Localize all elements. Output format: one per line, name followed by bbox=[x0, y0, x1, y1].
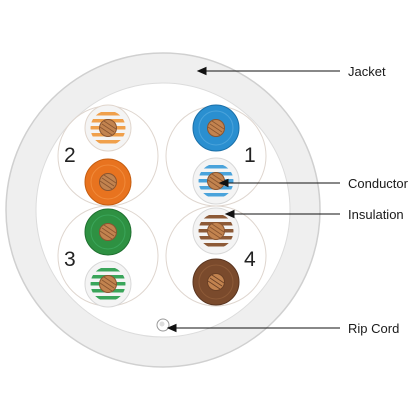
arrowhead-conductor bbox=[218, 178, 229, 188]
leader-lines bbox=[166, 66, 340, 333]
wire-orange-white bbox=[84, 104, 132, 152]
wire-brown bbox=[192, 258, 240, 306]
rip-cord bbox=[156, 318, 170, 332]
callout-conductor: Conductor bbox=[348, 176, 409, 191]
pair-number-4: 4 bbox=[244, 248, 256, 271]
callout-insulation: Insulation bbox=[348, 207, 404, 222]
pair-group-4 bbox=[165, 205, 267, 307]
wire-blue bbox=[192, 104, 240, 152]
arrowhead-rip-cord bbox=[166, 323, 177, 333]
wire-blue-white bbox=[192, 157, 240, 205]
pair-number-1: 1 bbox=[244, 144, 256, 167]
pair-number-2: 2 bbox=[64, 144, 76, 167]
arrowhead-jacket bbox=[196, 66, 207, 76]
wire-brown-white bbox=[192, 207, 240, 255]
arrowhead-insulation bbox=[224, 209, 235, 219]
wire-green bbox=[84, 208, 132, 256]
wire-orange bbox=[84, 158, 132, 206]
callout-jacket: Jacket bbox=[348, 64, 386, 79]
wire-green-white bbox=[84, 260, 132, 308]
callout-rip-cord: Rip Cord bbox=[348, 321, 399, 336]
pair-number-3: 3 bbox=[64, 248, 76, 271]
